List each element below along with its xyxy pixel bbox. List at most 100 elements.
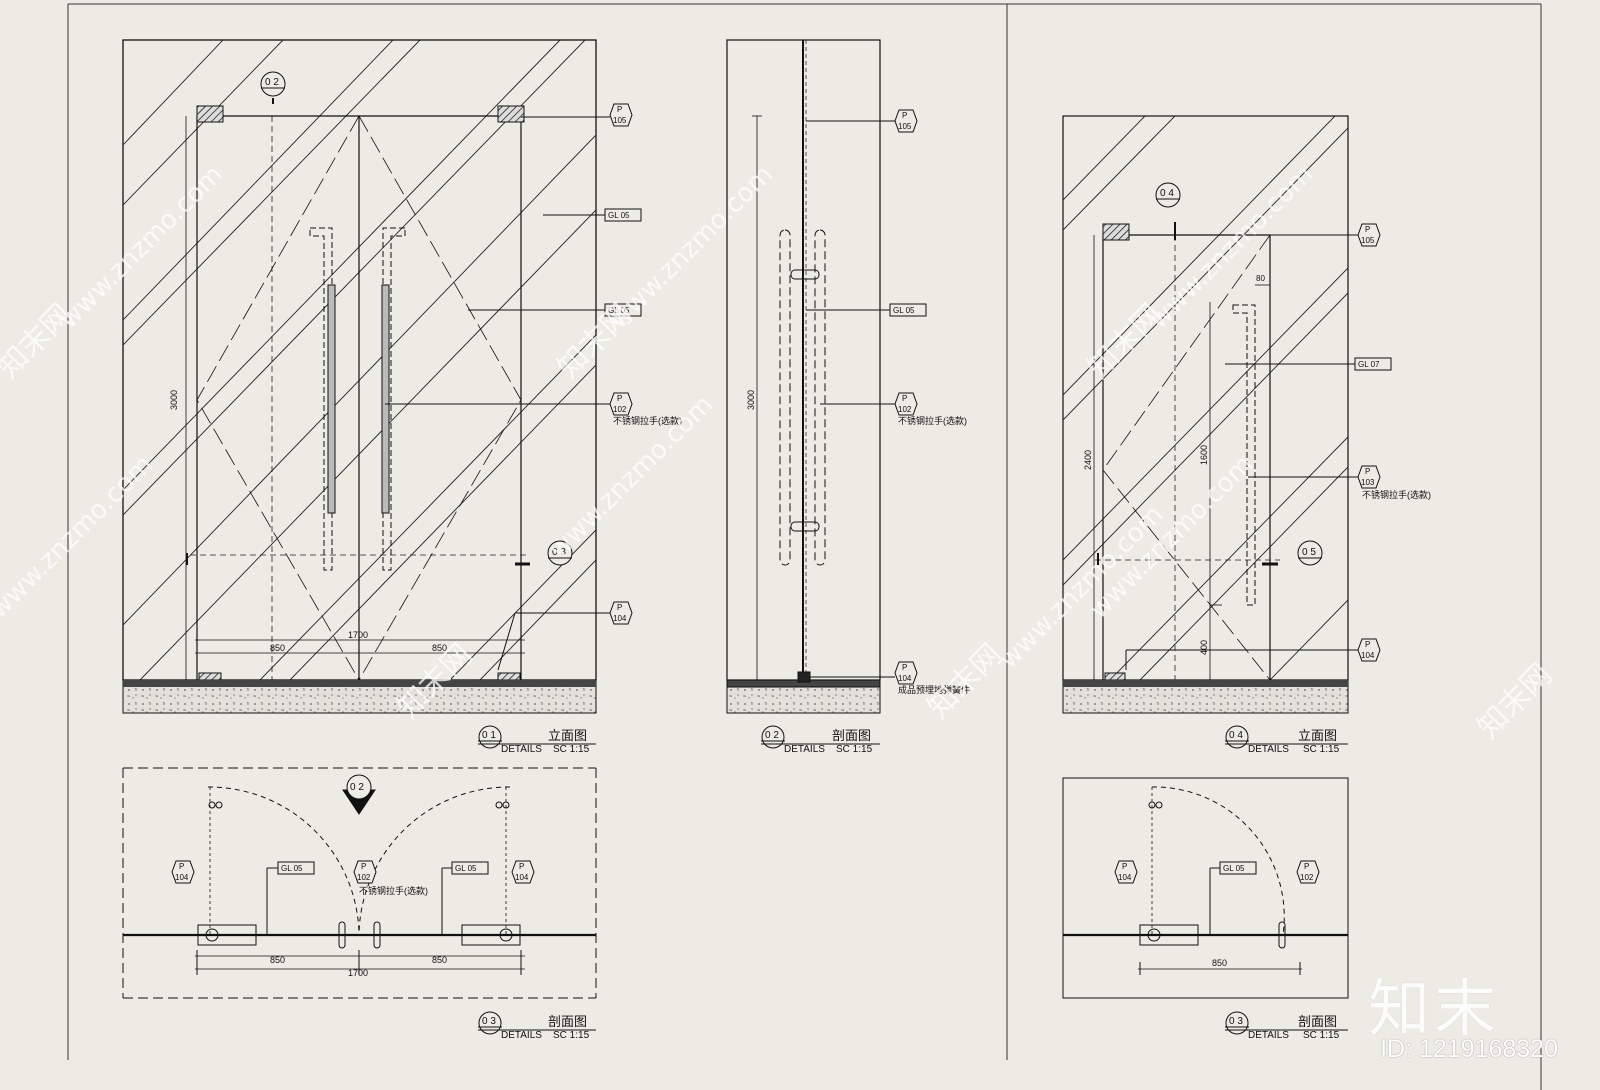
tag-p-letter: P [519, 862, 524, 871]
note-handle-b: 不锈钢拉手(选款) [898, 415, 967, 426]
note-handle-c: 不锈钢拉手(选款) [359, 885, 428, 896]
section-mark-05a: 0 5 [1302, 547, 1316, 558]
tag-p104-e: 104 [1361, 651, 1375, 660]
detail-scale-02: SC 1:15 [836, 744, 873, 755]
dim-3000-b: 3000 [746, 390, 756, 410]
tag-gl07: GL 07 [1358, 360, 1380, 369]
detail-02-section [726, 39, 881, 714]
detail-title-04: 0 4 立面图 DETAILS SC 1:15 [1225, 725, 1348, 755]
tag-p102-a: 102 [613, 405, 627, 414]
detail-title-text-04: 立面图 [1298, 728, 1337, 743]
detail-01-elevation: 3000 1700 850 850 0 2 0 3 [122, 39, 597, 714]
dim-1700-a: 1700 [348, 630, 368, 640]
dim-1600: 1600 [1199, 445, 1209, 465]
tag-p-letter: P [617, 105, 622, 114]
dim-80: 80 [1256, 274, 1265, 283]
tag-p104-a: 104 [613, 614, 627, 623]
tag-p-letter: P [361, 862, 366, 871]
tag-text-04: P 105 GL 07 P 103 不锈钢拉手(选款) P 104 [1358, 225, 1431, 660]
watermark-text: www.znzmo.com [994, 500, 1169, 675]
tag-p102-c: 102 [357, 873, 371, 882]
sheet-frame [67, 3, 1542, 1090]
tag-p104-d: 104 [515, 873, 529, 882]
detail-details-01: DETAILS [501, 744, 542, 755]
dim-850-e: 850 [1212, 958, 1227, 968]
detail-number-01: 0 1 [482, 730, 496, 741]
tag-p104-f: 104 [1118, 873, 1132, 882]
tag-p-letter: P [902, 111, 907, 120]
detail-number-03b: 0 3 [1229, 1016, 1243, 1027]
tag-text-02: P 105 GL 05 P 102 不锈钢拉手(选款) P 104 成品预埋地弹… [893, 111, 970, 695]
dim-850-d: 850 [432, 955, 447, 965]
tag-gl05-f: GL 05 [1223, 864, 1245, 873]
tags-detail-03b [1114, 860, 1320, 935]
detail-title-03b: 0 3 剖面图 DETAILS SC 1:15 [1225, 1011, 1348, 1041]
tag-text-01: P 105 GL 05 GL 05 P 102 不锈钢拉手(选款) P 104 [608, 105, 682, 623]
tag-p-letter: P [902, 663, 907, 672]
note-handle-a: 不锈钢拉手(选款) [613, 415, 682, 426]
tag-p-letter: P [1365, 225, 1370, 234]
detail-title-03: 0 3 剖面图 DETAILS SC 1:15 [478, 1011, 596, 1041]
dim-1700-b: 1700 [348, 968, 368, 978]
detail-title-text-01: 立面图 [548, 728, 587, 743]
section-mark-circle [260, 71, 286, 97]
tag-p102-d: 102 [1300, 873, 1314, 882]
watermark-text: 知末网 [1471, 657, 1559, 745]
detail-scale-03: SC 1:15 [553, 1030, 590, 1041]
brand-logo: 知末 [1367, 972, 1500, 1045]
dim-850-c: 850 [270, 955, 285, 965]
detail-scale-04: SC 1:15 [1303, 744, 1340, 755]
tag-gl05-a: GL 05 [608, 211, 630, 220]
detail-03b-plan [1062, 777, 1349, 999]
watermark-text: www.znzmo.com [604, 160, 779, 335]
dim-2400: 2400 [1083, 450, 1093, 470]
tag-p-letter: P [1304, 862, 1309, 871]
tag-p105-c: 105 [1361, 236, 1375, 245]
tag-p-letter: P [179, 862, 184, 871]
section-mark-02a: 0 2 [265, 77, 279, 88]
detail-title-text-03: 剖面图 [548, 1014, 587, 1029]
tag-p105-b: 105 [898, 122, 912, 131]
dim-850-b: 850 [432, 643, 447, 653]
tag-gl05-d: GL 05 [281, 864, 303, 873]
section-mark-02b: 0 2 [350, 782, 364, 793]
tag-p-letter: P [617, 603, 622, 612]
tag-p105-a: 105 [613, 116, 627, 125]
tag-p103: 103 [1361, 478, 1375, 487]
tag-p-letter: P [902, 394, 907, 403]
section-mark-04a: 0 4 [1160, 188, 1174, 199]
tag-p-letter: P [1122, 862, 1127, 871]
image-id: ID: 1219168320 [1380, 1035, 1558, 1063]
tag-p-letter: P [617, 394, 622, 403]
detail-details-03: DETAILS [501, 1030, 542, 1041]
tag-text-03: P 104 GL 05 P 102 不锈钢拉手(选款) GL 05 P 104 [175, 862, 529, 896]
tag-gl05-c: GL 05 [893, 306, 915, 315]
tag-p104-b: 104 [898, 674, 912, 683]
detail-details-03b: DETAILS [1248, 1030, 1289, 1041]
tags-detail-01 [385, 103, 642, 671]
detail-details-04: DETAILS [1248, 744, 1289, 755]
tag-p-letter: P [1365, 640, 1370, 649]
tags-detail-04 [1125, 223, 1392, 670]
detail-title-text-03b: 剖面图 [1298, 1014, 1337, 1029]
detail-title-01: 0 1 立面图 DETAILS SC 1:15 [478, 725, 596, 755]
detail-title-text-02: 剖面图 [832, 728, 871, 743]
detail-details-02: DETAILS [784, 744, 825, 755]
dim-400: 400 [1199, 640, 1209, 655]
section-mark-03a: 0 3 [552, 547, 566, 558]
detail-scale-03b: SC 1:15 [1303, 1030, 1340, 1041]
tag-gl05-e: GL 05 [455, 864, 477, 873]
detail-scale-01: SC 1:15 [553, 744, 590, 755]
tag-gl05-b: GL 05 [608, 306, 630, 315]
dim-850-a: 850 [270, 643, 285, 653]
detail-title-02: 0 2 剖面图 DETAILS SC 1:15 [761, 725, 880, 755]
detail-04-elevation [1062, 115, 1349, 714]
tags-detail-03 [171, 860, 535, 935]
detail-number-03: 0 3 [482, 1016, 496, 1027]
note-handle-d: 不锈钢拉手(选款) [1362, 489, 1431, 500]
note-floor-spring: 成品预埋地弹簧件 [898, 684, 970, 695]
tag-p-letter: P [1365, 467, 1370, 476]
tag-text-03b: P 104 GL 05 P 102 [1118, 862, 1314, 882]
tags-detail-02 [806, 109, 927, 685]
